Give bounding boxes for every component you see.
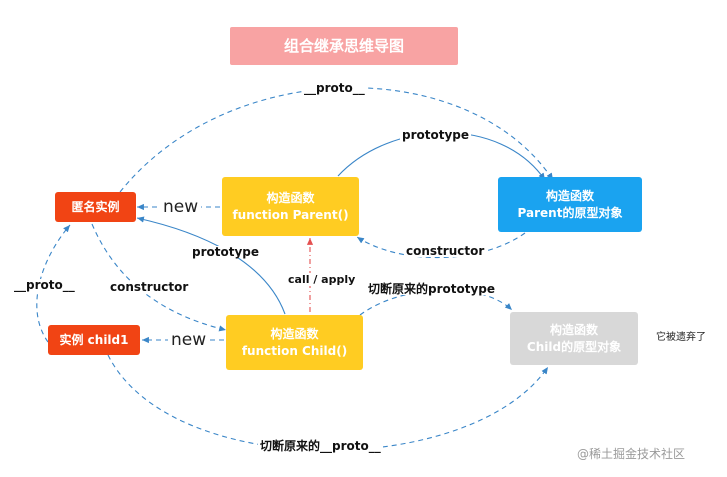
anon-instance-label: 匿名实例 <box>71 199 120 214</box>
label-constructor-right: constructor <box>404 244 487 258</box>
label-cut-prototype: 切断原来的prototype <box>366 282 498 296</box>
parent-proto-line2: Parent的原型对象 <box>517 205 623 220</box>
node-child-prototype: 构造函数 Child的原型对象 <box>510 312 638 365</box>
child-ctor-line2: function Child() <box>241 343 348 358</box>
watermark: @稀土掘金技术社区 <box>577 447 686 461</box>
node-child-constructor: 构造函数 function Child() <box>226 315 363 370</box>
label-call-apply: call / apply <box>286 273 358 286</box>
label-top-proto: __proto__ <box>302 81 367 95</box>
title-box: 组合继承思维导图 <box>230 27 458 65</box>
title-text: 组合继承思维导图 <box>283 36 404 55</box>
child-instance-label: 实例 child1 <box>59 332 129 347</box>
label-prototype-mid: prototype <box>190 245 262 259</box>
child-proto-line1: 构造函数 <box>549 323 598 338</box>
node-anonymous-instance: 匿名实例 <box>55 192 136 222</box>
label-cut-proto: 切断原来的__proto__ <box>258 439 383 453</box>
label-proto-left: __proto__ <box>12 278 77 292</box>
label-new-bottom: new <box>168 332 210 349</box>
edge-top-proto <box>119 87 554 193</box>
child-proto-line2: Child的原型对象 <box>526 339 622 354</box>
node-child-instance: 实例 child1 <box>48 325 140 355</box>
parent-ctor-line1: 构造函数 <box>266 191 315 206</box>
label-prototype-top: prototype <box>400 128 472 142</box>
child-ctor-line1: 构造函数 <box>270 327 319 342</box>
parent-ctor-line2: function Parent() <box>232 207 349 222</box>
parent-proto-line1: 构造函数 <box>545 189 594 204</box>
label-new-top: new <box>160 199 202 216</box>
label-constructor-left: constructor <box>108 280 191 294</box>
edge-constructor-right <box>356 232 526 259</box>
edge-proto-left <box>36 224 71 343</box>
node-parent-constructor: 构造函数 function Parent() <box>222 177 359 236</box>
edge-constructor-left <box>91 223 227 332</box>
note-abandoned: 它被遗弃了 <box>656 332 706 343</box>
node-parent-prototype: 构造函数 Parent的原型对象 <box>498 177 642 232</box>
